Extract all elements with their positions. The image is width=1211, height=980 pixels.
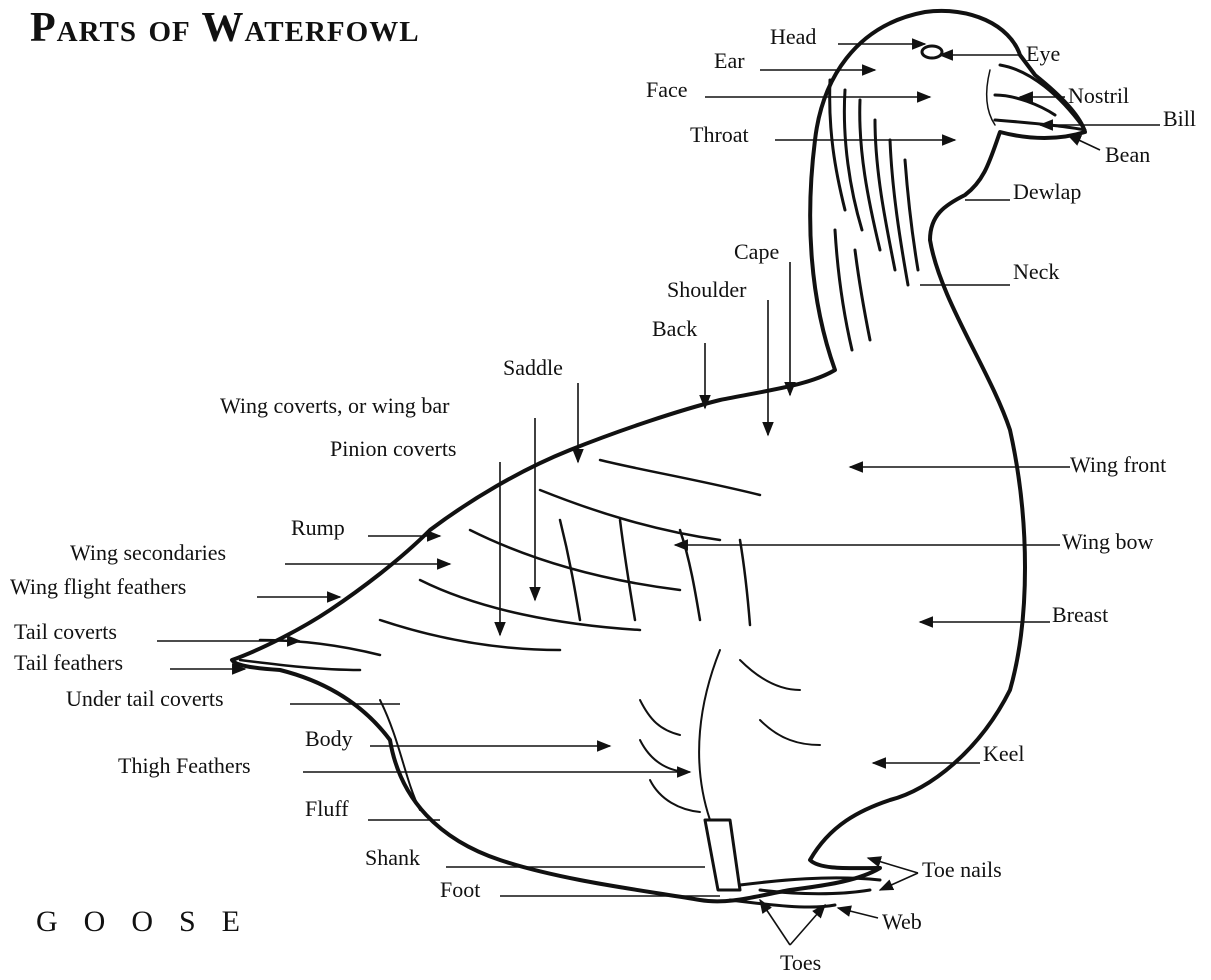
- label-breast: Breast: [1052, 602, 1108, 627]
- label-dewlap: Dewlap: [1013, 179, 1081, 204]
- label-fluff: Fluff: [305, 796, 349, 821]
- label-under-tail-coverts: Under tail coverts: [66, 686, 224, 711]
- label-wing-front: Wing front: [1070, 452, 1166, 477]
- label-wing-bow: Wing bow: [1062, 529, 1153, 554]
- label-bill: Bill: [1163, 106, 1196, 131]
- goose-eye: [922, 46, 942, 58]
- label-nostril: Nostril: [1068, 83, 1129, 108]
- label-neck: Neck: [1013, 259, 1059, 284]
- label-face: Face: [646, 77, 688, 102]
- label-foot: Foot: [440, 877, 480, 902]
- label-wing-coverts: Wing coverts, or wing bar: [220, 393, 450, 418]
- label-shank: Shank: [365, 845, 420, 870]
- label-shoulder: Shoulder: [667, 277, 747, 302]
- label-saddle: Saddle: [503, 355, 563, 380]
- label-tail-feathers: Tail feathers: [14, 650, 123, 675]
- label-web: Web: [882, 909, 922, 934]
- label-wing-flight-feathers: Wing flight feathers: [10, 574, 186, 599]
- label-rump: Rump: [291, 515, 345, 540]
- label-toe-nails: Toe nails: [922, 857, 1002, 882]
- label-body: Body: [305, 726, 353, 751]
- label-thigh-feathers: Thigh Feathers: [118, 753, 251, 778]
- label-ear: Ear: [714, 48, 745, 73]
- part-labels: Head Eye Ear Face Nostril Bill Bean Thro…: [10, 24, 1196, 975]
- label-wing-secondaries: Wing secondaries: [70, 540, 226, 565]
- label-cape: Cape: [734, 239, 779, 264]
- label-tail-coverts: Tail coverts: [14, 619, 117, 644]
- label-eye: Eye: [1026, 41, 1060, 66]
- label-throat: Throat: [690, 122, 749, 147]
- label-bean: Bean: [1105, 142, 1150, 167]
- label-pinion-coverts: Pinion coverts: [330, 436, 457, 461]
- label-keel: Keel: [983, 741, 1025, 766]
- label-toes: Toes: [780, 950, 821, 975]
- label-back: Back: [652, 316, 697, 341]
- label-head: Head: [770, 24, 816, 49]
